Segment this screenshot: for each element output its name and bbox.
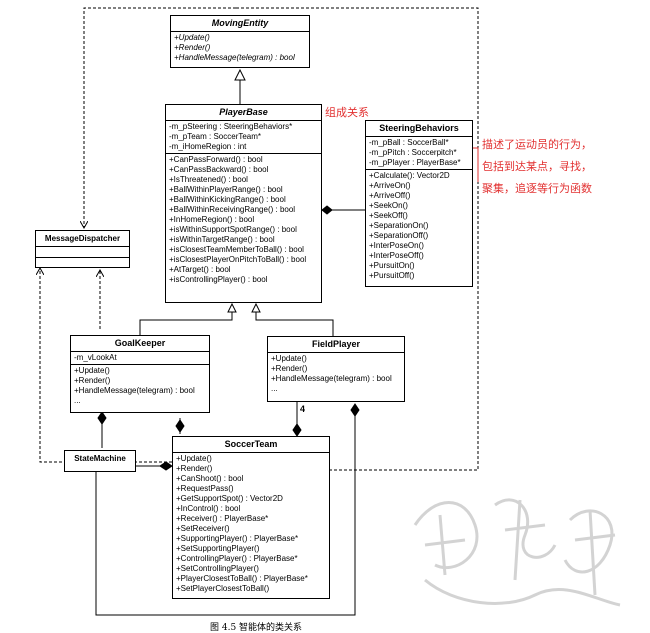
method: +IsThreatened() : bool	[169, 175, 248, 184]
method: +Render()	[174, 43, 211, 52]
attribute: -m_pSteering : SteeringBehaviors*	[169, 122, 293, 131]
class-goal-keeper: GoalKeeper -m_vLookAt +Update() +Render(…	[70, 335, 210, 413]
method: +isWithinTargetRange() : bool	[169, 235, 275, 244]
loop-line-statemachine-fieldplayer	[95, 412, 356, 616]
method: +HandleMessage(telegram) : bool	[74, 386, 195, 395]
class-methods: +Update() +Render() +CanShoot() : bool +…	[173, 453, 329, 595]
method: +SeparationOff()	[369, 231, 429, 240]
method: ...	[271, 384, 278, 393]
method: +Render()	[74, 376, 111, 385]
method: +Render()	[271, 364, 308, 373]
method: +CanShoot() : bool	[176, 474, 244, 483]
class-moving-entity: MovingEntity +Update() +Render() +Handle…	[170, 15, 310, 68]
class-attributes: -m_vLookAt	[71, 352, 209, 365]
figure-caption: 图 4.5 智能体的类关系	[210, 623, 303, 633]
method: +isClosestPlayerOnPitchToBall() : bool	[169, 255, 307, 264]
multiplicity-label: 4	[300, 404, 306, 414]
attribute: -m_pPlayer : PlayerBase*	[369, 158, 461, 167]
method: ...	[74, 396, 81, 405]
class-soccer-team: SoccerTeam +Update() +Render() +CanShoot…	[172, 436, 330, 599]
method: +HandleMessage(telegram) : bool	[271, 374, 392, 383]
method: +Receiver() : PlayerBase*	[176, 514, 269, 523]
method: +CanPassBackward() : bool	[169, 165, 269, 174]
method: +InControl() : bool	[176, 504, 241, 513]
composition-annotation: 组成关系	[325, 106, 369, 119]
class-methods: +Update() +Render() +HandleMessage(teleg…	[171, 32, 309, 64]
attribute: -m_pTeam : SoccerTeam*	[169, 132, 262, 141]
description-line: 包括到达某点，寻找，	[482, 160, 592, 173]
watermark-seal	[413, 498, 621, 607]
method: +SeekOn()	[369, 201, 408, 210]
class-name: MovingEntity	[171, 16, 309, 32]
method: +InHomeRegion() : bool	[169, 215, 255, 224]
method: +ArriveOff()	[369, 191, 411, 200]
method: +isWithinSupportSpotRange() : bool	[169, 225, 297, 234]
method: +InterPoseOn()	[369, 241, 424, 250]
method: +SetSupportingPlayer()	[176, 544, 260, 553]
method: +SetReceiver()	[176, 524, 230, 533]
class-methods: +CanPassForward() : bool +CanPassBackwar…	[166, 154, 321, 286]
dependency-line-outer	[84, 7, 236, 228]
class-methods: +Update() +Render() +HandleMessage(teleg…	[71, 365, 209, 407]
class-name: SteeringBehaviors	[366, 121, 472, 137]
method: +SeekOff()	[369, 211, 408, 220]
class-attributes: -m_pSteering : SteeringBehaviors* -m_pTe…	[166, 121, 321, 154]
class-attributes	[36, 247, 129, 258]
method: +Calculate(): Vector2D	[369, 171, 450, 180]
class-name: GoalKeeper	[71, 336, 209, 352]
method: +Update()	[74, 366, 110, 375]
description-annotation: 描述了运动员的行为， 包括到达某点，寻找， 聚集，追逐等行为函数	[482, 134, 592, 200]
method: +Update()	[176, 454, 212, 463]
description-line: 聚集，追逐等行为函数	[482, 182, 592, 195]
class-name: MessageDispatcher	[36, 231, 129, 247]
class-player-base: PlayerBase -m_pSteering : SteeringBehavi…	[165, 104, 322, 303]
method: +isClosestTeamMemberToBall() : bool	[169, 245, 304, 254]
method: +SupportingPlayer() : PlayerBase*	[176, 534, 299, 543]
method: +HandleMessage(telegram) : bool	[174, 53, 295, 62]
method: +PlayerClosestToBall() : PlayerBase*	[176, 574, 308, 583]
method: +BallWithinPlayerRange() : bool	[169, 185, 283, 194]
method: +BallWithinReceivingRange() : bool	[169, 205, 296, 214]
class-name: PlayerBase	[166, 105, 321, 121]
attribute: -m_iHomeRegion : int	[169, 142, 247, 151]
class-methods	[36, 258, 129, 266]
dependency-line-soccerteam	[40, 268, 172, 463]
method: +Update()	[174, 33, 210, 42]
description-line: 描述了运动员的行为，	[482, 138, 592, 151]
method: +ControllingPlayer() : PlayerBase*	[176, 554, 298, 563]
method: +RequestPass()	[176, 484, 234, 493]
attribute: -m_pBall : SoccerBall*	[369, 138, 449, 147]
method: +PursuitOn()	[369, 261, 415, 270]
method: +InterPoseOff()	[369, 251, 424, 260]
method: +isControllingPlayer() : bool	[169, 275, 268, 284]
method: +SeparationOn()	[369, 221, 429, 230]
method: +SetControllingPlayer()	[176, 564, 259, 573]
class-methods: +Update() +Render() +HandleMessage(teleg…	[268, 353, 404, 395]
class-name: FieldPlayer	[268, 337, 404, 353]
method: +Render()	[176, 464, 213, 473]
class-name: StateMachine	[74, 454, 126, 463]
method: +Update()	[271, 354, 307, 363]
attribute: -m_pPitch : Soccerpitch*	[369, 148, 457, 157]
class-steering-behaviors: SteeringBehaviors -m_pBall : SoccerBall*…	[365, 120, 473, 287]
method: +BallWithinKickingRange() : bool	[169, 195, 286, 204]
method: +SetPlayerClosestToBall()	[176, 584, 270, 593]
dependency-line-top	[236, 7, 479, 471]
method: +CanPassForward() : bool	[169, 155, 263, 164]
method: +GetSupportSpot() : Vector2D	[176, 494, 283, 503]
generalization-fieldplayer-playerbase	[255, 312, 334, 336]
class-message-dispatcher: MessageDispatcher	[35, 230, 130, 268]
generalization-goalkeeper-playerbase	[139, 312, 233, 335]
class-attributes: -m_pBall : SoccerBall* -m_pPitch : Socce…	[366, 137, 472, 170]
class-name: SoccerTeam	[173, 437, 329, 453]
method: +AtTarget() : bool	[169, 265, 231, 274]
method: +ArriveOn()	[369, 181, 411, 190]
attribute: -m_vLookAt	[74, 353, 117, 362]
class-state-machine: StateMachine	[64, 450, 136, 472]
class-methods: +Calculate(): Vector2D +ArriveOn() +Arri…	[366, 170, 472, 282]
method: +PursuitOff()	[369, 271, 415, 280]
class-field-player: FieldPlayer +Update() +Render() +HandleM…	[267, 336, 405, 402]
